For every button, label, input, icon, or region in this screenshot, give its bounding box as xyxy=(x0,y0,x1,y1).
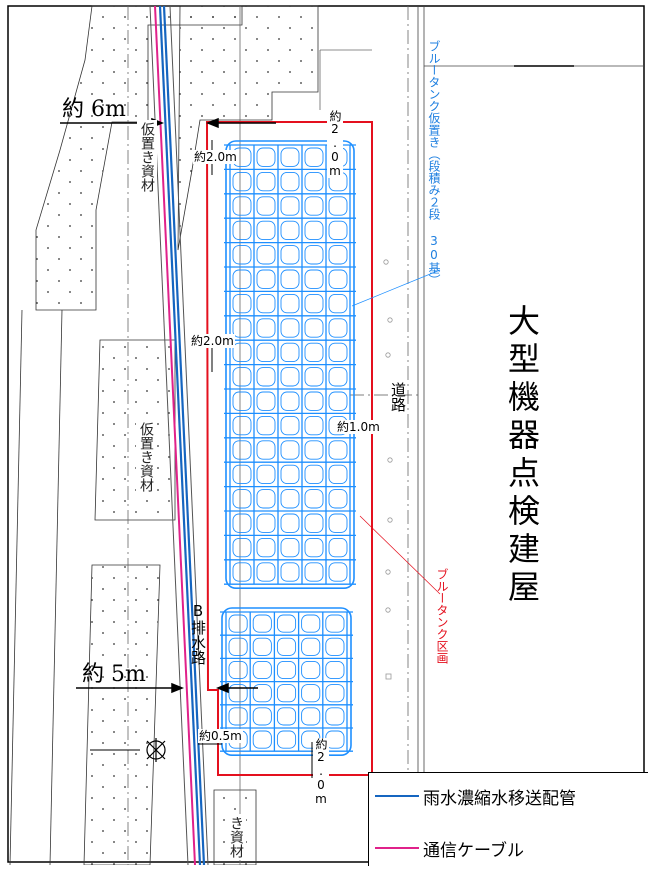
material-label-top: 仮置き資材 xyxy=(137,120,157,194)
legend-swatch-cable xyxy=(375,847,419,849)
drawing-frame xyxy=(7,5,645,863)
dim-2m-top-left: 約2.0m xyxy=(193,150,238,164)
building-label: 大型機器点検建屋 xyxy=(503,304,541,608)
legend-label-pipe: 雨水濃縮水移送配管 xyxy=(423,788,576,809)
storage-zone-bottom xyxy=(83,564,161,866)
drainage-label: B排水路 xyxy=(189,602,207,665)
dim-2m-mid-left: 約2.0m xyxy=(190,334,235,348)
road-label: 道路 xyxy=(389,382,407,412)
storage-zone-mid xyxy=(94,339,176,521)
storage-left-edge xyxy=(9,309,23,866)
material-label-bottom: き資材 xyxy=(226,814,246,860)
dim-2m-top-right: 約2.0m xyxy=(327,110,343,178)
drain-edge-right xyxy=(169,5,209,866)
transfer-pipe-1 xyxy=(158,5,202,866)
dim-0-5m: 約0.5m xyxy=(198,729,243,743)
transfer-pipe-2 xyxy=(162,5,206,866)
storage-left-edge-2 xyxy=(49,309,63,866)
comm-cable xyxy=(154,5,196,866)
dim-1m: 約1.0m xyxy=(336,420,381,434)
dim-2m-bottom: 約2.0m xyxy=(313,738,329,806)
material-label-mid: 仮置き資材 xyxy=(136,420,156,494)
blue-tank-area-note: ブルータンク区画 xyxy=(435,568,449,664)
legend-item-cable: 通信ケーブル xyxy=(375,835,524,861)
legend-item-pipe: 雨水濃縮水移送配管 xyxy=(375,783,576,809)
legend-label-cable: 通信ケーブル xyxy=(423,840,524,861)
blue-tank-grid-upper xyxy=(224,140,356,590)
blue-tank-grid-lower xyxy=(220,607,353,756)
light-fixture-symbol xyxy=(146,738,166,762)
storage-zone-upper-right xyxy=(177,5,319,251)
blue-tank-storage-note: ブルータンク仮置き（段積み２段 30基） xyxy=(427,40,441,286)
dim-approx-6m: 約 6m xyxy=(62,97,126,122)
dim-approx-5m: 約 5m xyxy=(82,662,146,687)
tank-area-boundary xyxy=(205,121,373,776)
legend-box: 雨水濃縮水移送配管 通信ケーブル xyxy=(368,772,648,866)
legend-swatch-pipe xyxy=(375,795,419,797)
